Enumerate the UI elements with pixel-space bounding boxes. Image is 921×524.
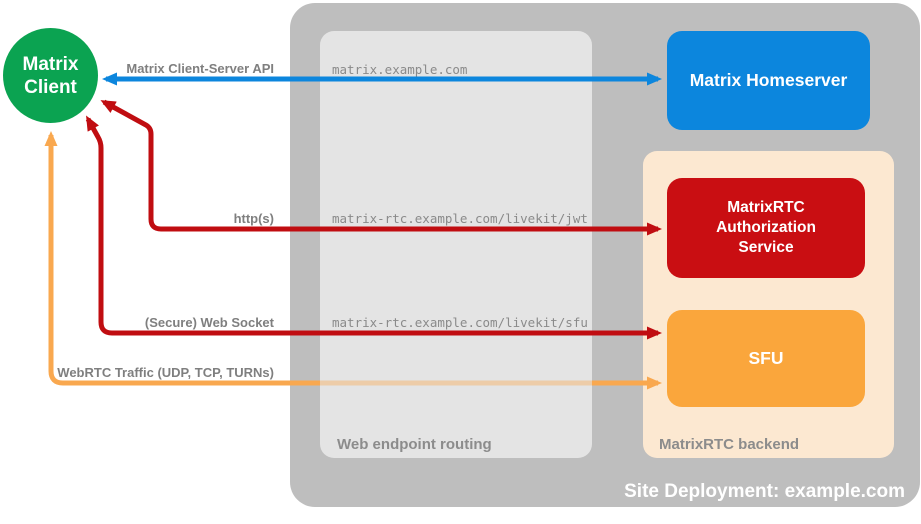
endpoint-livekit-jwt: matrix-rtc.example.com/livekit/jwt	[332, 211, 588, 226]
matrixrtc-authorization-service-label: MatrixRTC Authorization Service	[716, 199, 816, 256]
matrix-homeserver-node: Matrix Homeserver	[667, 31, 870, 130]
endpoint-matrix-example-com: matrix.example.com	[332, 62, 468, 77]
web-endpoint-routing-caption: Web endpoint routing	[337, 436, 492, 453]
sfu-label: SFU	[748, 348, 784, 368]
matrixrtc-authorization-service-node: MatrixRTC Authorization Service	[667, 178, 865, 278]
endpoint-livekit-sfu: matrix-rtc.example.com/livekit/sfu	[332, 315, 588, 330]
matrix-client-label-line2: Client	[24, 76, 77, 98]
websocket-edge-label: (Secure) Web Socket	[144, 315, 274, 330]
matrixrtc-backend-caption: MatrixRTC backend	[659, 436, 800, 453]
sfu-node: SFU	[667, 310, 865, 407]
site-deployment-caption: Site Deployment: example.com	[624, 481, 905, 502]
matrix-client-label-line1: Matrix	[22, 53, 79, 75]
https-edge-label: http(s)	[233, 211, 274, 226]
client-server-api-edge-label: Matrix Client-Server API	[126, 61, 274, 76]
matrix-client-node: Matrix Client	[3, 28, 98, 123]
web-endpoint-routing-group	[320, 31, 592, 458]
matrix-homeserver-label: Matrix Homeserver	[689, 70, 848, 90]
webrtc-traffic-edge-label: WebRTC Traffic (UDP, TCP, TURNs)	[57, 365, 274, 380]
